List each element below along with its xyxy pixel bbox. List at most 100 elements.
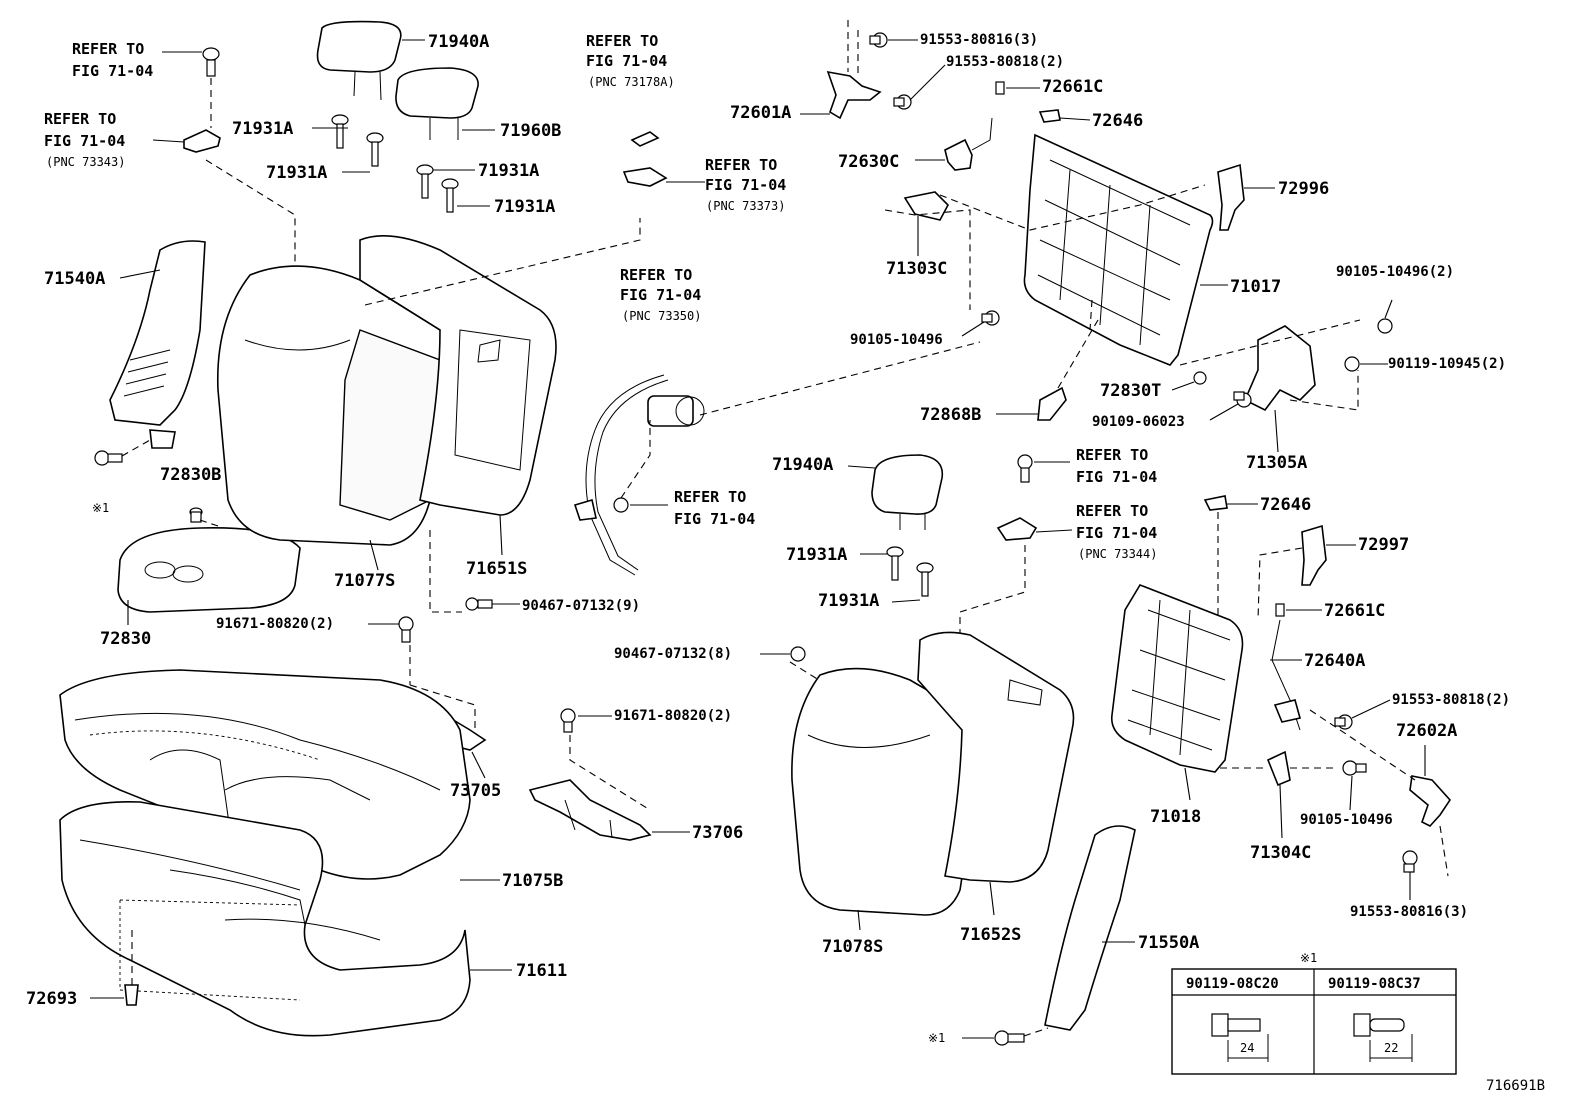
armrest-72830: [117, 527, 301, 625]
fastener-90105-10496-b: 90105-10496: [1300, 812, 1393, 828]
fastener-90119-10945: 90119-10945(2): [1388, 356, 1506, 372]
refer-3-pnc: (PNC 73178A): [588, 75, 675, 89]
label-71540A: 71540A: [44, 269, 105, 289]
label-71940A-mid: 71940A: [772, 455, 833, 475]
headrest-71940A-mid: [847, 454, 944, 530]
refer-1-line2: FIG 71-04: [72, 62, 153, 80]
lock-72630C: [915, 117, 993, 171]
seatback-panel-71652S: [917, 631, 1075, 916]
bolt-note1-left: [94, 439, 151, 466]
refer-6-line1: REFER TO: [674, 488, 746, 506]
bolt-90467-8: [760, 646, 836, 691]
label-71305A: 71305A: [1246, 453, 1307, 473]
label-71960B: 71960B: [500, 121, 561, 141]
clip-72997: [1257, 524, 1356, 621]
seat-cushion-71075B: [59, 669, 500, 881]
refer-4-line2: FIG 71-04: [705, 176, 786, 194]
label-72646-top: 72646: [1092, 111, 1143, 131]
label-72997: 72997: [1358, 535, 1409, 555]
refer-5-line1: REFER TO: [620, 266, 692, 284]
label-73705: 73705: [450, 781, 501, 801]
refer-6-line2: FIG 71-04: [674, 510, 755, 528]
label-72661C-mid: 72661C: [1324, 601, 1385, 621]
refer-2-line1: REFER TO: [44, 110, 116, 128]
refer-7-line2: FIG 71-04: [1076, 468, 1157, 486]
label-71931A-6: 71931A: [818, 591, 879, 611]
label-72996: 72996: [1278, 179, 1329, 199]
diagram-id: 716691B: [1486, 1078, 1545, 1094]
bolt-91553-80816-b: [1402, 825, 1449, 900]
fastener-91671-80820-a: 91671-80820(2): [216, 616, 334, 632]
label-71931A-2: 71931A: [266, 163, 327, 183]
label-72830T: 72830T: [1100, 381, 1161, 401]
cap-72661C-top: [995, 81, 1040, 95]
guide-pins-71931A: [312, 114, 490, 213]
bolt-90105-b: [1342, 760, 1367, 811]
cable-72640A: [1270, 619, 1302, 731]
note-marker-left: ※1: [92, 501, 109, 515]
frame-71017: [1023, 133, 1228, 366]
seat-base-71611: [59, 801, 512, 1037]
label-72830B: 72830B: [160, 465, 221, 485]
clip-73373: [622, 167, 705, 187]
headrest-71940A-top: [316, 20, 425, 101]
bracket-72601A: [800, 70, 882, 120]
seatback-71078S: [791, 667, 983, 931]
label-71931A-1: 71931A: [232, 119, 293, 139]
bolt-refer-mid: [1017, 454, 1070, 483]
bolt-90119-10945: [1344, 356, 1388, 372]
bolt-91553-80816-top: [869, 32, 918, 48]
label-72693: 72693: [26, 989, 77, 1009]
label-72640A: 72640A: [1304, 651, 1365, 671]
fastener-91553-80818-b: 91553-80818(2): [1392, 692, 1510, 708]
seatback-71077S: [216, 265, 454, 571]
bolt-91553-80818-b: [1334, 699, 1391, 730]
label-71550A: 71550A: [1138, 933, 1199, 953]
label-71611: 71611: [516, 961, 567, 981]
label-71075B: 71075B: [502, 871, 563, 891]
label-71931A-3: 71931A: [478, 161, 539, 181]
frame-71018: [1110, 584, 1244, 801]
label-72830: 72830: [100, 629, 151, 649]
bracket-71303C: [884, 191, 971, 310]
fastener-90467-07132-8: 90467-07132(8): [614, 646, 732, 662]
refer-7-line1: REFER TO: [1076, 446, 1148, 464]
legend-title: ※1: [1300, 951, 1317, 965]
label-72630C: 72630C: [838, 152, 899, 172]
refer-8-line1: REFER TO: [1076, 502, 1148, 520]
bolt-90109: [1209, 391, 1252, 421]
bolt-topleft: [202, 47, 220, 128]
label-71078S: 71078S: [822, 937, 883, 957]
trim-71540A: [109, 240, 206, 449]
clip-73178A: [630, 131, 660, 147]
bolt-91553-80818-top: [893, 64, 946, 110]
fastener-91553-80816-top: 91553-80816(3): [920, 32, 1038, 48]
label-72868B: 72868B: [920, 405, 981, 425]
bolt-91671-a: [368, 616, 414, 685]
fastener-90105-10496-a: 90105-10496: [850, 332, 943, 348]
cover-72868B: [996, 299, 1099, 421]
refer-3-line1: REFER TO: [586, 32, 658, 50]
refer-3-line2: FIG 71-04: [586, 52, 667, 70]
refer-1-line1: REFER TO: [72, 40, 144, 58]
refer-2-line2: FIG 71-04: [44, 132, 125, 150]
refer-8-line2: FIG 71-04: [1076, 524, 1157, 542]
label-71018: 71018: [1150, 807, 1201, 827]
legend-bolt-1: 24: [1211, 1013, 1269, 1062]
legend-col1: 90119-08C20: [1186, 976, 1279, 992]
legend-bolt-2: 22: [1353, 1013, 1413, 1062]
refer-5-pnc: (PNC 73350): [622, 309, 701, 323]
fastener-90105-10496-2: 90105-10496(2): [1336, 264, 1454, 280]
bracket-71305A: [1179, 319, 1361, 453]
label-72602A: 72602A: [1396, 721, 1457, 741]
legend-dim2: 22: [1384, 1041, 1398, 1055]
label-73706: 73706: [692, 823, 743, 843]
bolt-note1-right: [962, 1027, 1049, 1046]
bolt-refer-belt: [613, 420, 668, 513]
label-71303C: 71303C: [886, 259, 947, 279]
label-71931A-4: 71931A: [494, 197, 555, 217]
fastener-91553-80818-top: 91553-80818(2): [946, 54, 1064, 70]
fastener-90109-06023: 90109-06023: [1092, 414, 1185, 430]
label-71931A-5: 71931A: [786, 545, 847, 565]
seatbelt-73350: [573, 341, 981, 576]
